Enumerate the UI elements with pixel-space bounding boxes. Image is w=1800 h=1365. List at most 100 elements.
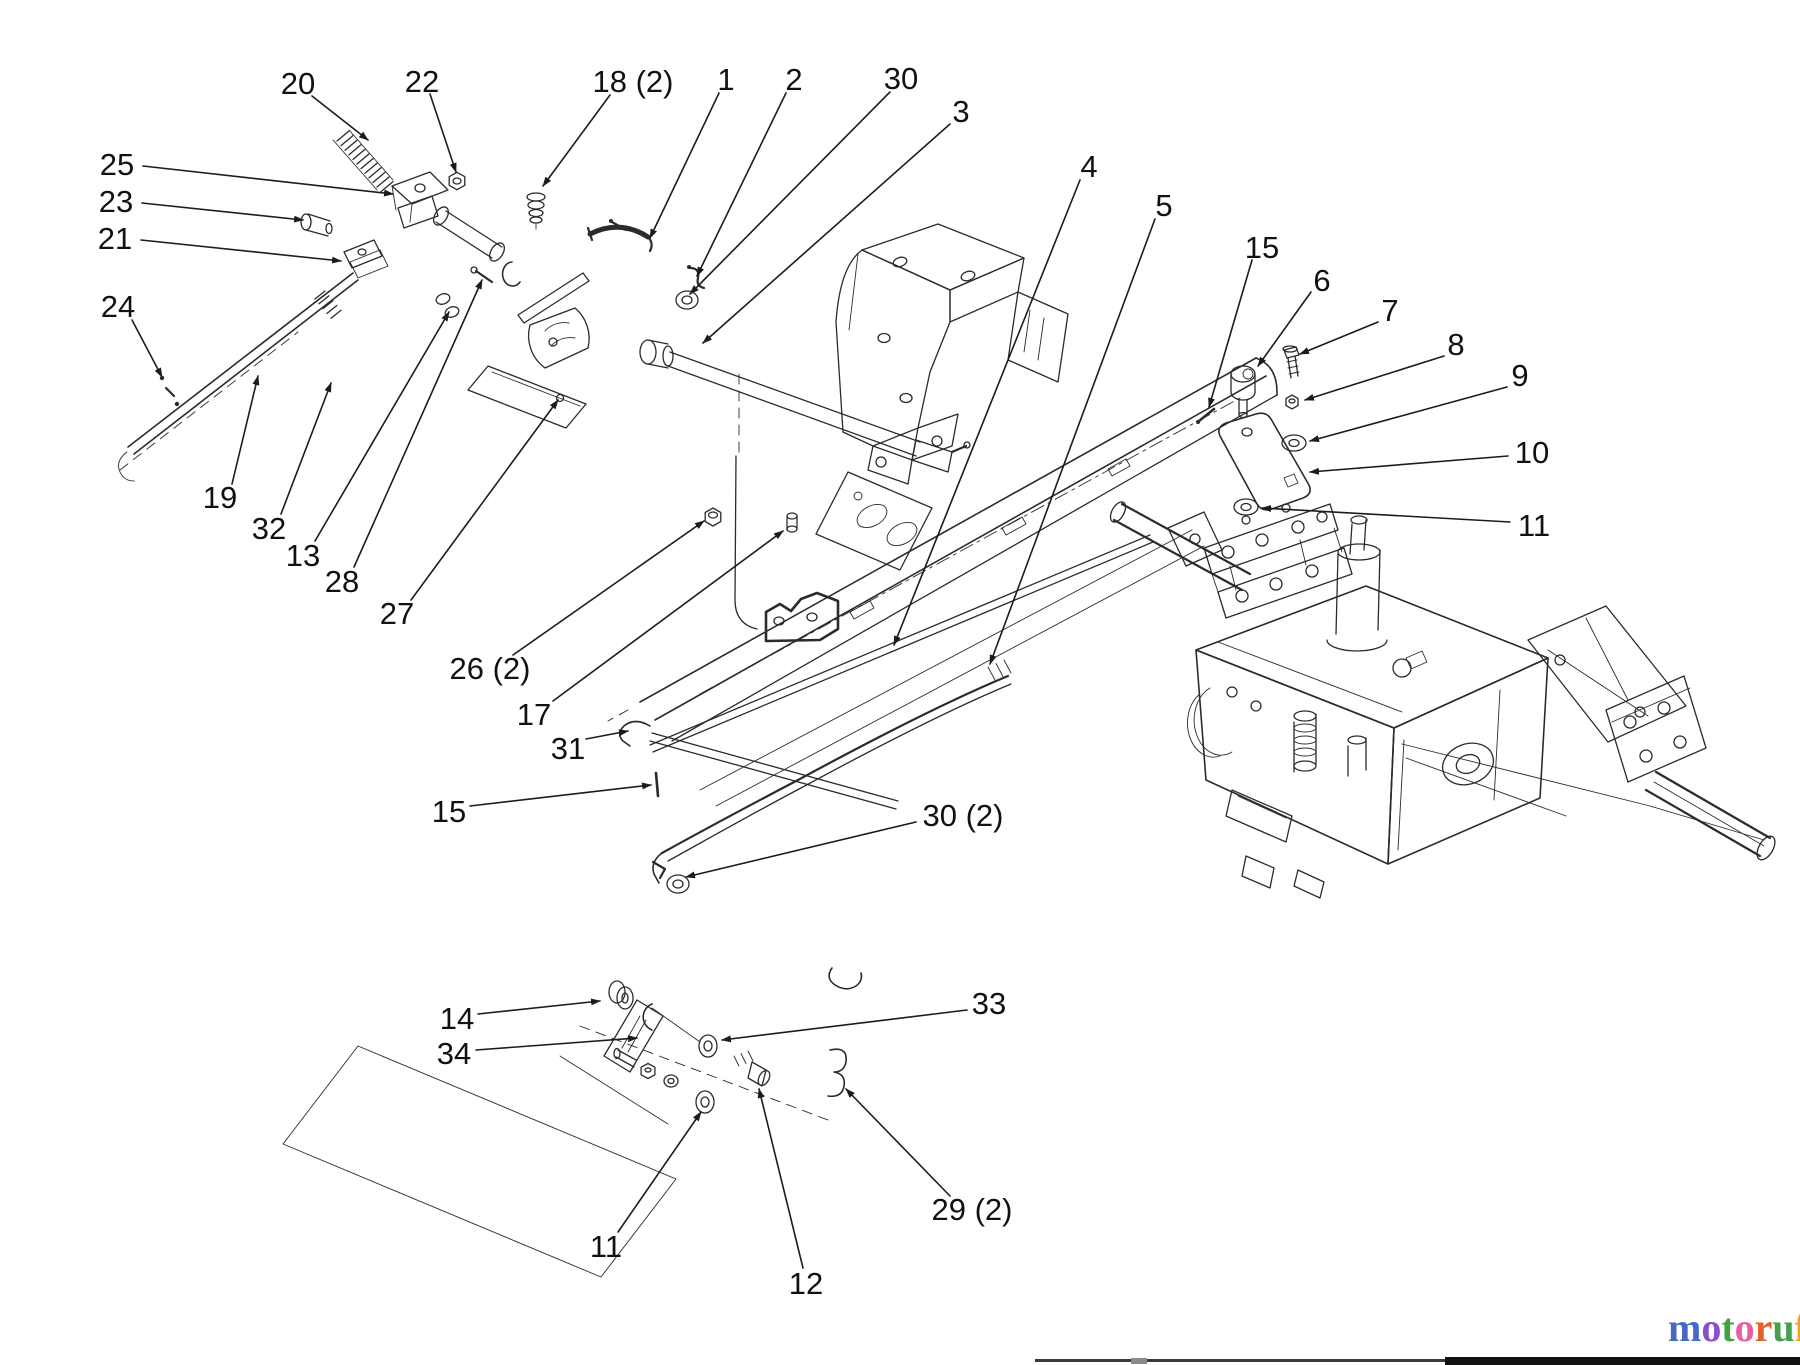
callout-label-34: 34: [437, 1036, 471, 1071]
callout-label-22: 22: [405, 64, 439, 99]
callout-leader-7: [1299, 321, 1379, 355]
washer-9: [1281, 434, 1307, 452]
callout-label-10: 10: [1515, 435, 1549, 470]
nut-26: [704, 507, 722, 527]
truss-arm: [1527, 605, 1687, 743]
flange-nut-30: [666, 874, 690, 894]
callout-leader-6: [1257, 291, 1312, 367]
callout-leader-25: [142, 165, 394, 197]
callout-leader-15l: [469, 782, 652, 807]
case-front-face: [1195, 649, 1395, 899]
callout-label-21: 21: [98, 221, 132, 256]
bushing-30: [675, 290, 699, 310]
right-parts: [1196, 345, 1311, 516]
callout-label-11r: 11: [1518, 508, 1550, 543]
callout-leader-10: [1309, 455, 1509, 475]
footer-block: [1131, 1358, 1147, 1364]
callout-leader-18: [542, 94, 611, 187]
washer-11-right: [1233, 498, 1259, 516]
link-cylinder: [433, 206, 521, 287]
conical-spring-18: [526, 192, 546, 230]
callout-label-6: 6: [1313, 263, 1330, 298]
callout-leader-21: [140, 239, 342, 264]
callout-leader-8: [1304, 355, 1445, 401]
callout-leader-12: [757, 1088, 804, 1269]
callout-leader-3: [702, 123, 951, 344]
logo-letter: u: [1772, 1305, 1795, 1350]
callout-leader-11r: [1261, 505, 1511, 523]
callout-leader-27: [410, 399, 559, 601]
callout-leader-11b: [617, 1111, 702, 1233]
callout-leader-24: [131, 319, 163, 378]
callout-leader-15r: [1208, 259, 1253, 408]
right-axle-shaft: [1644, 770, 1776, 861]
cotter-clip-2: [687, 265, 706, 290]
pivot-bracket-25: [391, 171, 449, 229]
callout-label-30b: 30 (2): [923, 798, 1004, 833]
callout-leader-34: [475, 1035, 638, 1051]
cotter-pin-15-right: [1196, 407, 1216, 424]
support-plate-10: [1218, 412, 1311, 511]
mounting-plate-27: [467, 365, 587, 429]
callout-label-18: 18 (2): [593, 64, 674, 99]
callout-label-26: 26 (2): [450, 651, 531, 686]
bolt-23: [300, 213, 333, 237]
callout-label-11b: 11: [590, 1229, 622, 1264]
callout-label-7: 7: [1381, 293, 1398, 328]
plate-21: [343, 239, 389, 279]
pivot-arm: [667, 351, 971, 473]
flat-bar: [517, 272, 590, 324]
callout-label-24: 24: [101, 289, 135, 324]
motoruf-logo-word: motoruf: [1668, 1305, 1800, 1350]
clevis-clip: [642, 1003, 653, 1031]
center-misc: [618, 373, 1154, 990]
frame-rail: [607, 357, 1278, 807]
bolt-12: [733, 1050, 771, 1087]
brake-rod-19: [118, 272, 359, 482]
case-right-face: [1387, 657, 1549, 865]
pin-24: [159, 375, 180, 407]
logo-letter: m: [1668, 1305, 1702, 1350]
callout-leader-1: [649, 92, 720, 239]
spring-coil-small: [314, 290, 342, 319]
stud: [613, 1047, 637, 1068]
step-bracket: [764, 591, 840, 643]
callout-label-8: 8: [1447, 327, 1464, 362]
callout-leader-33: [721, 1009, 968, 1043]
clutch-drum-arcs: [1187, 687, 1233, 758]
oval-hole-plate: [815, 471, 933, 571]
motoruf-logo[interactable]: motoruf.de: [1668, 1306, 1800, 1356]
bolt-7: [1282, 345, 1300, 379]
washer-33: [698, 1034, 718, 1058]
callout-label-19: 19: [203, 480, 237, 515]
callout-label-25: 25: [100, 147, 134, 182]
idler-plate-34: [603, 999, 664, 1073]
rod-end-hook: [828, 967, 863, 990]
knob-6: [1230, 365, 1256, 419]
callout-label-30: 30: [884, 61, 918, 96]
callout-label-15l: 15: [432, 794, 466, 829]
assembly-axis: [579, 1025, 829, 1121]
callout-label-3: 3: [952, 94, 969, 129]
bracket-hanger-line-solid: [734, 455, 758, 630]
spacer-17: [786, 512, 798, 533]
sector-plate: [527, 307, 590, 369]
callout-label-12: 12: [789, 1266, 823, 1301]
transaxle: [1109, 501, 1776, 899]
callout-label-13: 13: [286, 538, 320, 573]
callout-label-33: 33: [972, 986, 1006, 1021]
retainer-clip-29: [827, 1048, 847, 1098]
callout-label-29: 29 (2): [932, 1192, 1013, 1227]
callout-label-27: 27: [380, 596, 414, 631]
callout-leader-32: [280, 382, 332, 515]
bent-pin: [651, 860, 667, 880]
callout-leader-17: [552, 530, 784, 702]
callout-leader-2: [696, 92, 787, 277]
footer-thick-bar: [1445, 1357, 1800, 1365]
shift-rod-31: [618, 720, 899, 810]
nut-22: [448, 171, 466, 191]
callout-leader-9: [1309, 386, 1508, 442]
pedal-rod-5: [652, 659, 1012, 884]
